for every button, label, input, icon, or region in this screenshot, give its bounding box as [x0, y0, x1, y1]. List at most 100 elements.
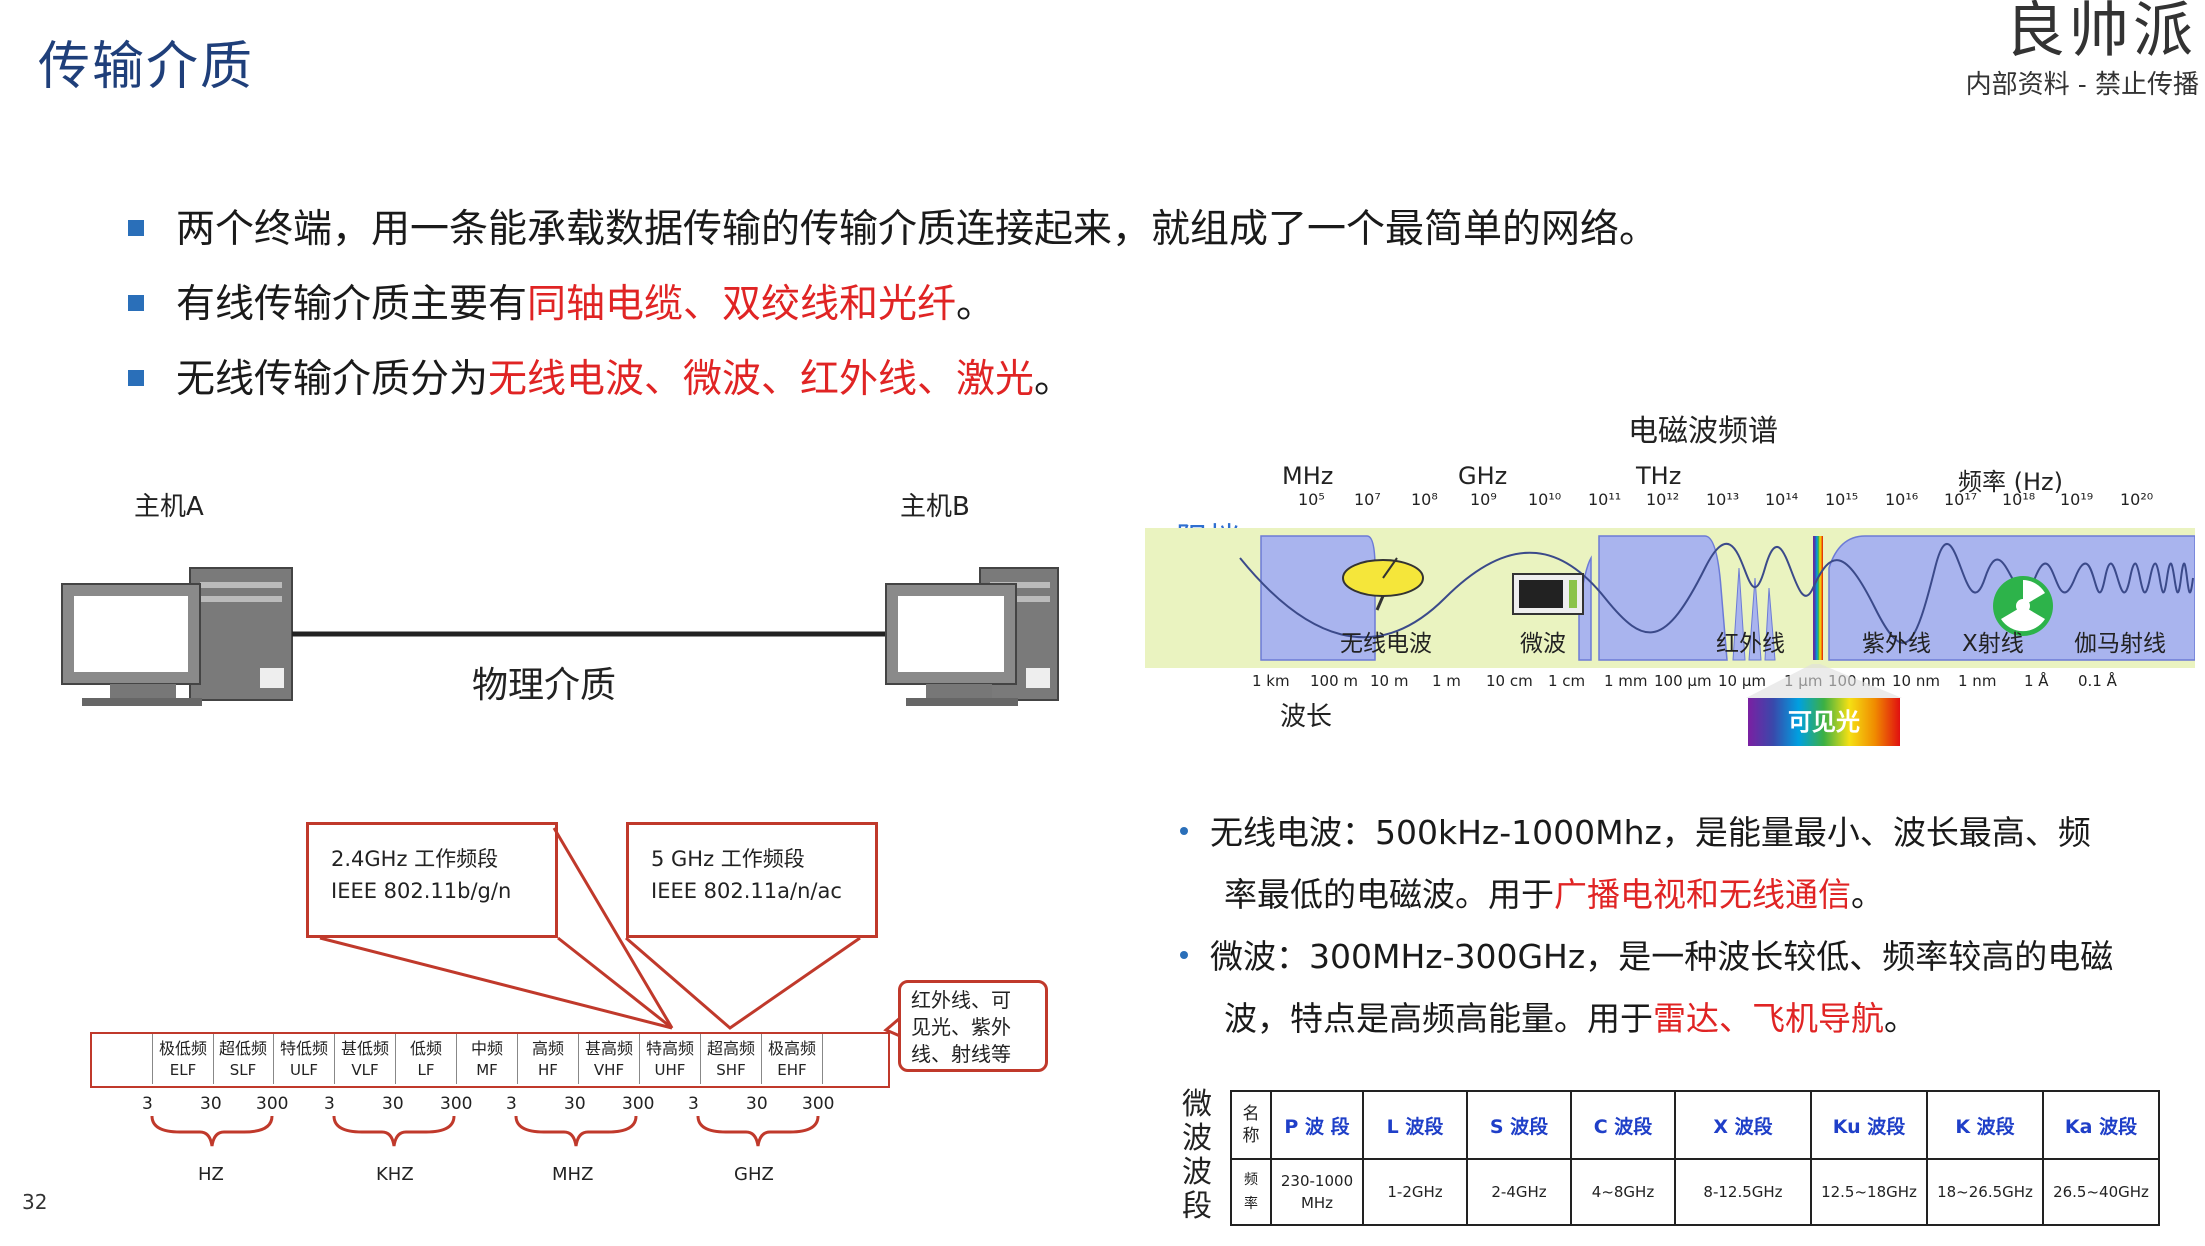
row-label-char: 频 — [1244, 1172, 1258, 1188]
wavelength-tick-label: 1 km — [1252, 672, 1290, 690]
bullet-dot-icon — [1180, 950, 1188, 959]
microwave-oven-icon — [1512, 573, 1584, 615]
radiation-icon — [1993, 576, 2053, 636]
band-tick-label: 30 — [200, 1094, 222, 1114]
spectrum-region-label: 微波 — [1520, 631, 1566, 657]
band-en-label: UHF — [654, 1061, 686, 1079]
wavelength-tick-label: 1 cm — [1548, 672, 1586, 690]
callout-2-4ghz-line1: 2.4GHz 工作频段 — [331, 847, 499, 871]
bullet-item: 有线传输介质主要有同轴电缆、双绞线和光纤。 — [128, 273, 995, 329]
table-row: 频 率 230-1000 MHz 1-2GHz 2-4GHz 4~8GHz 8-… — [1230, 1158, 2160, 1226]
wavelength-tick-label: 10 nm — [1892, 672, 1940, 690]
header-x-band: X 波段 — [1674, 1090, 1812, 1160]
bullet-item: 两个终端，用一条能承载数据传输的传输介质连接起来，就组成了一个最简单的网络。 — [128, 198, 1658, 254]
band-en-label: MF — [476, 1061, 498, 1079]
desc-highlight: 雷达、飞机导航 — [1653, 999, 1884, 1038]
page-title: 传输介质 — [38, 37, 255, 97]
physical-medium-label: 物理介质 — [472, 665, 617, 706]
desc-end: 。 — [1884, 999, 1917, 1038]
band-cn-label: 极高频 — [767, 1039, 816, 1058]
header-s-band: S 波段 — [1466, 1090, 1572, 1160]
frequency-exponent-label: 10¹⁴ — [1765, 490, 1799, 509]
spectrum-region-label: X射线 — [1962, 631, 2024, 657]
band-tick-label: 3 — [506, 1094, 517, 1114]
band-en-label: LF — [417, 1061, 435, 1079]
radio-dish-icon — [1342, 557, 1424, 611]
band-cn-label: 甚高频 — [584, 1039, 633, 1058]
side-char: 波 — [1182, 1155, 1212, 1190]
band-cn-label: 低频 — [409, 1039, 442, 1058]
frequency-exponent-label: 10⁸ — [1411, 490, 1438, 509]
value-p-band: 230-1000 MHz — [1270, 1158, 1364, 1226]
side-char: 波 — [1182, 1121, 1212, 1156]
band-en-label: ELF — [169, 1061, 197, 1079]
desc-radio-line2: 率最低的电磁波。用于广播电视和无线通信。 — [1224, 868, 1884, 916]
wave-line — [1239, 542, 2194, 644]
wavelength-tick-label: 10 m — [1370, 672, 1409, 690]
band-en-label: ULF — [290, 1061, 318, 1079]
band-cn-label: 高频 — [531, 1039, 564, 1058]
bullet-highlight: 同轴电缆、双绞线和光纤 — [527, 282, 957, 327]
host-a-label: 主机A — [134, 492, 204, 522]
wavelength-tick-label: 1 m — [1432, 672, 1461, 690]
spectrum-region-label: 伽马射线 — [2074, 631, 2166, 657]
spectrum-region-label: 无线电波 — [1340, 631, 1432, 657]
band-tick-label: 300 — [622, 1094, 655, 1114]
band-braces — [150, 1115, 820, 1147]
band-unit-khz: KHZ — [376, 1164, 414, 1185]
microwave-band-table: 名 称 P 波 段 L 波段 S 波段 C 波段 X 波段 Ku 波段 K 波段… — [1230, 1090, 2160, 1226]
block-region-ir-peaks — [1732, 567, 1776, 661]
band-tick-label: 300 — [802, 1094, 835, 1114]
band-en-label: SHF — [716, 1061, 746, 1079]
callout-light-line3: 线、射线等 — [911, 1042, 1011, 1066]
wavelength-tick-label: 10 μm — [1718, 672, 1767, 690]
bullet-square-icon — [128, 369, 144, 386]
row-label-char: 率 — [1244, 1196, 1258, 1212]
band-cn-label: 极低频 — [158, 1039, 207, 1058]
bullet-square-icon — [128, 294, 144, 311]
wavelength-tick-label: 1 mm — [1604, 672, 1648, 690]
callout-2-4ghz-line2: IEEE 802.11b/g/n — [331, 879, 512, 903]
desc-text: 率最低的电磁波。用于 — [1224, 875, 1554, 914]
value-x-band: 8-12.5GHz — [1674, 1158, 1812, 1226]
block-region-radio — [1260, 535, 1376, 661]
band-tick-label: 3 — [324, 1094, 335, 1114]
bullet-text: 有线传输介质主要有 — [176, 282, 528, 327]
frequency-exponent-label: 10⁷ — [1354, 490, 1381, 509]
page-number: 32 — [22, 1190, 48, 1214]
wavelength-tick-label: 10 cm — [1486, 672, 1533, 690]
unit-ghz: GHz — [1458, 462, 1508, 490]
band-en-label: VHF — [593, 1061, 625, 1079]
visible-strip — [1813, 536, 1823, 660]
frequency-exponent-label: 10¹⁸ — [2002, 490, 2036, 509]
unit-thz: THz — [1636, 462, 1682, 490]
band-cn-label: 中频 — [470, 1039, 503, 1058]
desc-microwave-line1: 微波：300MHz-300GHz，是一种波长较低、频率较高的电磁 — [1180, 930, 2113, 978]
header-ku-band: Ku 波段 — [1810, 1090, 1928, 1160]
host-diagram — [61, 567, 1059, 706]
value-k-band: 18~26.5GHz — [1926, 1158, 2044, 1226]
band-cn-label: 超低频 — [218, 1039, 267, 1058]
callout-pointers — [319, 827, 901, 1038]
band-tick-label: 30 — [382, 1094, 404, 1114]
band-cn-label: 特低频 — [279, 1039, 328, 1058]
spectrum-graphic — [1145, 528, 2195, 668]
wavelength-label: 波长 — [1280, 702, 1333, 732]
frequency-exponent-label: 10⁹ — [1470, 490, 1497, 509]
header-p-band: P 波 段 — [1270, 1090, 1364, 1160]
bullet-square-icon — [128, 219, 144, 236]
band-tick-label: 30 — [564, 1094, 586, 1114]
frequency-exponent-label: 10¹⁶ — [1885, 490, 1919, 509]
callout-light-line1: 红外线、可 — [911, 988, 1011, 1012]
unit-mhz: MHz — [1282, 462, 1334, 490]
band-tick-label: 3 — [142, 1094, 153, 1114]
row-label-char: 称 — [1242, 1126, 1260, 1146]
band-en-label: HF — [538, 1061, 558, 1079]
side-char: 段 — [1182, 1189, 1212, 1224]
desc-microwave-line2: 波，特点是高频高能量。用于雷达、飞机导航。 — [1224, 992, 1917, 1040]
wavelength-tick-label: 100 m — [1310, 672, 1359, 690]
